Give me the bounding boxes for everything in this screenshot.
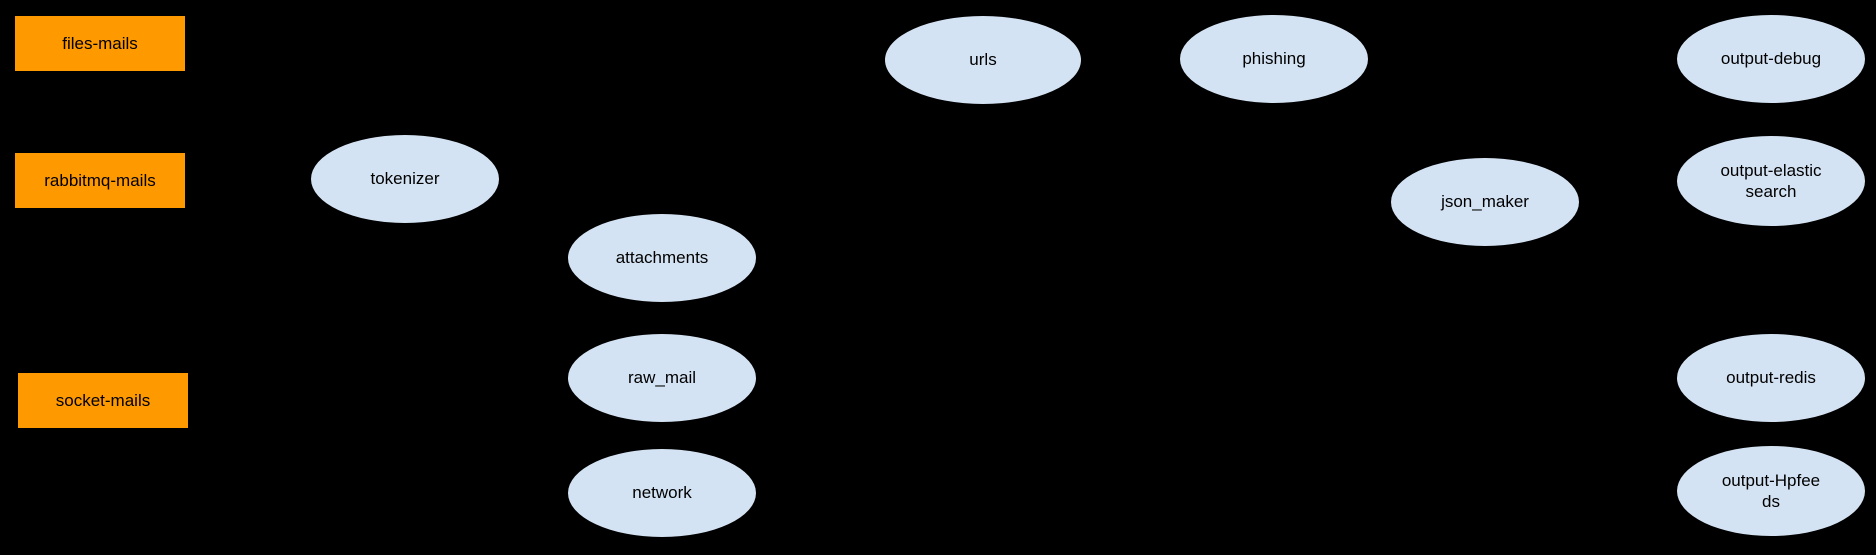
bolt-label-network: network [632, 483, 692, 503]
spout-socket-mails: socket-mails [17, 372, 189, 429]
bolt-label-output-elasticsearch: output-elastic search [1720, 160, 1822, 201]
bolt-label-output-hpfeeds: output-Hpfee ds [1721, 470, 1821, 511]
bolt-label-json_maker: json_maker [1441, 192, 1529, 212]
bolt-raw_mail: raw_mail [567, 333, 757, 423]
bolt-urls: urls [884, 15, 1082, 105]
bolt-label-tokenizer: tokenizer [370, 169, 440, 189]
bolt-output-debug: output-debug [1676, 14, 1866, 104]
spout-label-socket-mails: socket-mails [55, 390, 151, 410]
spout-label-files-mails: files-mails [62, 33, 138, 53]
bolt-label-raw_mail: raw_mail [627, 368, 697, 388]
bolt-json_maker: json_maker [1390, 157, 1580, 247]
bolt-label-output-redis: output-redis [1726, 368, 1816, 388]
bolt-tokenizer: tokenizer [310, 134, 500, 224]
bolt-label-output-debug: output-debug [1720, 49, 1822, 69]
spout-files-mails: files-mails [14, 15, 186, 72]
spout-rabbitmq-mails: rabbitmq-mails [14, 152, 186, 209]
bolt-output-elasticsearch: output-elastic search [1676, 135, 1866, 227]
bolt-network: network [567, 448, 757, 538]
bolt-attachments: attachments [567, 213, 757, 303]
bolt-phishing: phishing [1179, 14, 1369, 104]
spout-label-rabbitmq-mails: rabbitmq-mails [44, 170, 156, 190]
bolt-label-attachments: attachments [615, 248, 709, 268]
bolt-label-urls: urls [969, 50, 997, 70]
bolt-output-hpfeeds: output-Hpfee ds [1676, 445, 1866, 537]
bolt-label-phishing: phishing [1242, 49, 1306, 69]
bolt-output-redis: output-redis [1676, 333, 1866, 423]
